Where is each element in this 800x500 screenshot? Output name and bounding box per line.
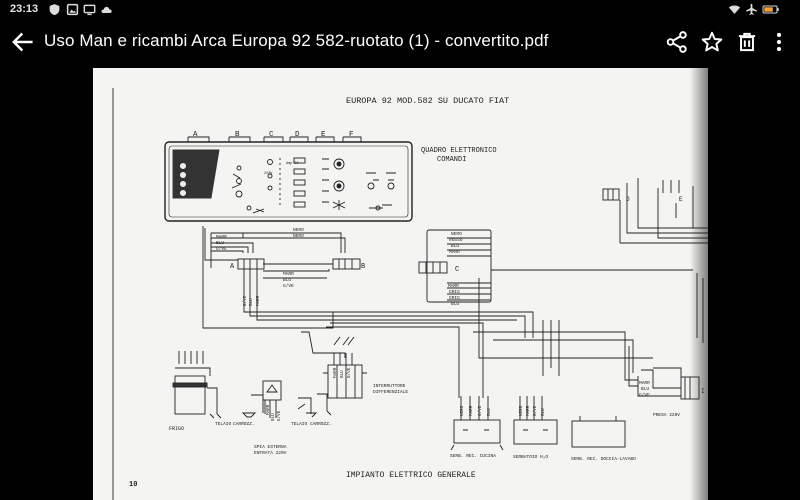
panel-letter-c: C xyxy=(269,131,274,139)
serbatoio-label: SERBATOIO H₂O xyxy=(513,454,548,460)
panel-label-1: QUADRO ELETTRONICO xyxy=(421,147,497,155)
more-vert-icon[interactable] xyxy=(766,29,792,55)
wire-blu-a: BLU xyxy=(216,240,224,246)
panel-letter-a: A xyxy=(193,131,198,139)
document-header: EUROPA 92 MOD.582 SU DUCATO FIAT xyxy=(346,96,509,106)
wiring-diagram: EUROPA 92 MOD.582 SU DUCATO FIAT A B C D… xyxy=(112,88,708,500)
wifi-icon xyxy=(728,5,741,14)
wire-rosso-c: ROSSO xyxy=(449,237,463,243)
pdf-page[interactable]: EUROPA 92 MOD.582 SU DUCATO FIAT A B C D… xyxy=(93,68,708,500)
battery-icon xyxy=(762,5,779,14)
document-title: Uso Man e ricambi Arca Europa 92 582-ruo… xyxy=(44,31,549,50)
serb-doccia-label: SERB. REC. DOCCIA-LAVABO xyxy=(571,456,636,462)
wire-marr-b: MARR xyxy=(283,271,294,277)
wire-marr-vert-cuc: MARR xyxy=(469,405,474,416)
panel-letter-d: D xyxy=(295,131,300,139)
interruttore-label-2: DIFFERENZIALE xyxy=(373,389,408,395)
wire-gve-vert-spia: G/VE xyxy=(277,410,282,421)
app-bar: Uso Man e ricambi Arca Europa 92 582-ruo… xyxy=(0,20,800,64)
telaio-label-1: TELAIO xyxy=(215,421,232,427)
wire-nero-vert-serb: NERO xyxy=(519,405,524,416)
wire-grig-c2: GRIG xyxy=(449,295,460,301)
wire-marr-i: MARR xyxy=(639,380,650,386)
star-icon[interactable] xyxy=(699,29,725,55)
wire-marr-c2: MARR xyxy=(448,283,459,289)
wire-marr-c: MARR xyxy=(449,249,460,255)
wire-gve-a: G/VE xyxy=(216,246,227,252)
wire-blu-i: BLU xyxy=(641,386,649,392)
wire-marr-vert-a: MARR xyxy=(256,295,261,306)
wire-blu-vert-spia: BLU xyxy=(271,413,276,421)
page-edge-shadow xyxy=(690,68,708,500)
terminal-b-label: B xyxy=(361,263,365,271)
interruttore-label-1: INTERRUTTORE xyxy=(373,383,406,389)
wire-gve-vert-int: G/VE xyxy=(347,367,352,378)
terminal-d-label: D xyxy=(626,196,630,203)
wire-nero-1: NERO xyxy=(293,227,304,233)
wire-blu-vert-cuc: BLU xyxy=(487,408,492,416)
panel-small-1: Amp 30 xyxy=(286,162,299,166)
page-number: 10 xyxy=(129,481,137,489)
wire-blu-c: BLU xyxy=(451,243,459,249)
wire-marr-vert-int: MARR xyxy=(333,367,338,378)
wire-gve-vert-cuc: G/VE xyxy=(478,405,483,416)
gallery-icon xyxy=(66,3,79,16)
telaio-label-2: TELAIO xyxy=(291,421,308,427)
wire-marr-vert-serb: MARR xyxy=(526,405,531,416)
carrozz-label-2: CARROZZ. xyxy=(310,421,332,427)
serb-cucina-label: SERB. REC. CUCINA xyxy=(450,453,496,459)
frigo-label: FRIGO xyxy=(169,426,184,432)
wire-gve-vert-a: G/VE xyxy=(243,295,248,306)
status-bar: 23:13 xyxy=(0,0,800,20)
wire-marr-vert-spia: MARR xyxy=(266,404,271,415)
spia-label-2: ENTRATA 220V xyxy=(254,450,287,456)
terminal-e-label: E xyxy=(679,196,683,203)
panel-label-2: COMANDI xyxy=(437,156,466,164)
wire-nero-c: NERO xyxy=(451,231,462,237)
airplane-icon xyxy=(746,3,757,15)
wire-blu-vert-a: BLU xyxy=(249,298,254,306)
wire-grig-c: GRIG xyxy=(449,289,460,295)
cast-icon xyxy=(83,4,96,16)
wire-gve-i: G/VE xyxy=(639,392,650,398)
wire-gve-vert-serb: G/VE xyxy=(533,405,538,416)
wire-blu-vert-serb: BLU xyxy=(541,408,546,416)
panel-small-2: 220V xyxy=(264,172,273,176)
panel-letter-e: E xyxy=(321,131,326,139)
shield-icon xyxy=(49,4,60,16)
terminal-a-label: A xyxy=(230,263,235,271)
wire-gve-b: G/VE xyxy=(283,283,294,289)
presa-label: PRESA 220V xyxy=(653,412,680,418)
wire-blu-c2: BLU xyxy=(451,301,459,307)
spia-label-1: SPIA ESTERNA xyxy=(254,444,287,450)
wire-blu-vert-int: BLU xyxy=(340,370,345,378)
wire-blu-b: BLU xyxy=(283,277,291,283)
carrozz-label-1: CARROZZ. xyxy=(233,421,255,427)
panel-letter-b: B xyxy=(235,131,240,139)
back-arrow-icon[interactable] xyxy=(8,28,36,56)
diagram-title: IMPIANTO ELETTRICO GENERALE xyxy=(346,471,476,480)
status-time: 23:13 xyxy=(10,3,39,15)
terminal-c-label: C xyxy=(455,266,459,274)
cloud-icon xyxy=(101,6,112,13)
delete-icon[interactable] xyxy=(734,29,760,55)
wire-marr-a: MARR xyxy=(216,234,227,240)
panel-letter-f: F xyxy=(349,131,354,139)
wire-nero-2: NERO xyxy=(293,233,304,239)
share-icon[interactable] xyxy=(664,29,690,55)
wire-nero-vert-cuc: NERO xyxy=(460,405,465,416)
